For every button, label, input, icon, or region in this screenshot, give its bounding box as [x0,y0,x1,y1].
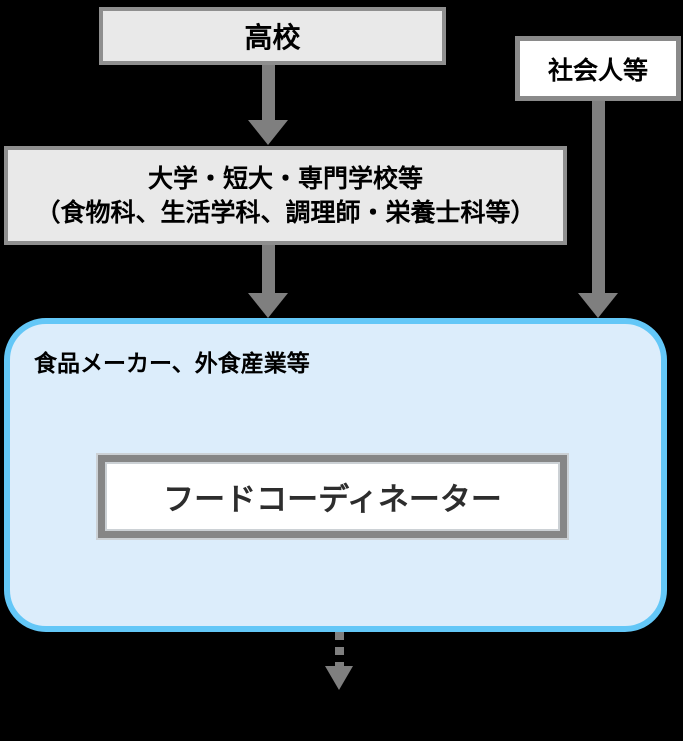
node-working-adults-label: 社会人等 [547,56,648,85]
zone-industry-label: 食品メーカー、外食産業等 [34,350,310,376]
dashed-arrow-onward-head [325,666,353,690]
node-working-adults: 社会人等 [515,36,681,101]
node-university-line2: （食物科、生活学科、調理師・栄養士科等） [35,198,536,227]
node-food-coordinator-label: フードコーディネーター [163,482,502,517]
dashed-arrow-onward-stem [335,632,344,668]
arrow-adults-to-industry-head [578,293,618,318]
arrow-highschool-to-university [262,65,275,122]
arrow-university-to-industry [262,245,275,295]
node-highschool: 高校 [99,7,446,65]
arrow-adults-to-industry [592,101,605,295]
node-university-line1: 大学・短大・専門学校等 [147,164,423,193]
node-food-coordinator: フードコーディネーター [98,455,567,538]
arrow-university-to-industry-head [248,293,288,318]
arrow-highschool-to-university-head [248,120,288,145]
node-highschool-label: 高校 [244,22,301,53]
node-university: 大学・短大・専門学校等 （食物科、生活学科、調理師・栄養士科等） [4,146,567,245]
